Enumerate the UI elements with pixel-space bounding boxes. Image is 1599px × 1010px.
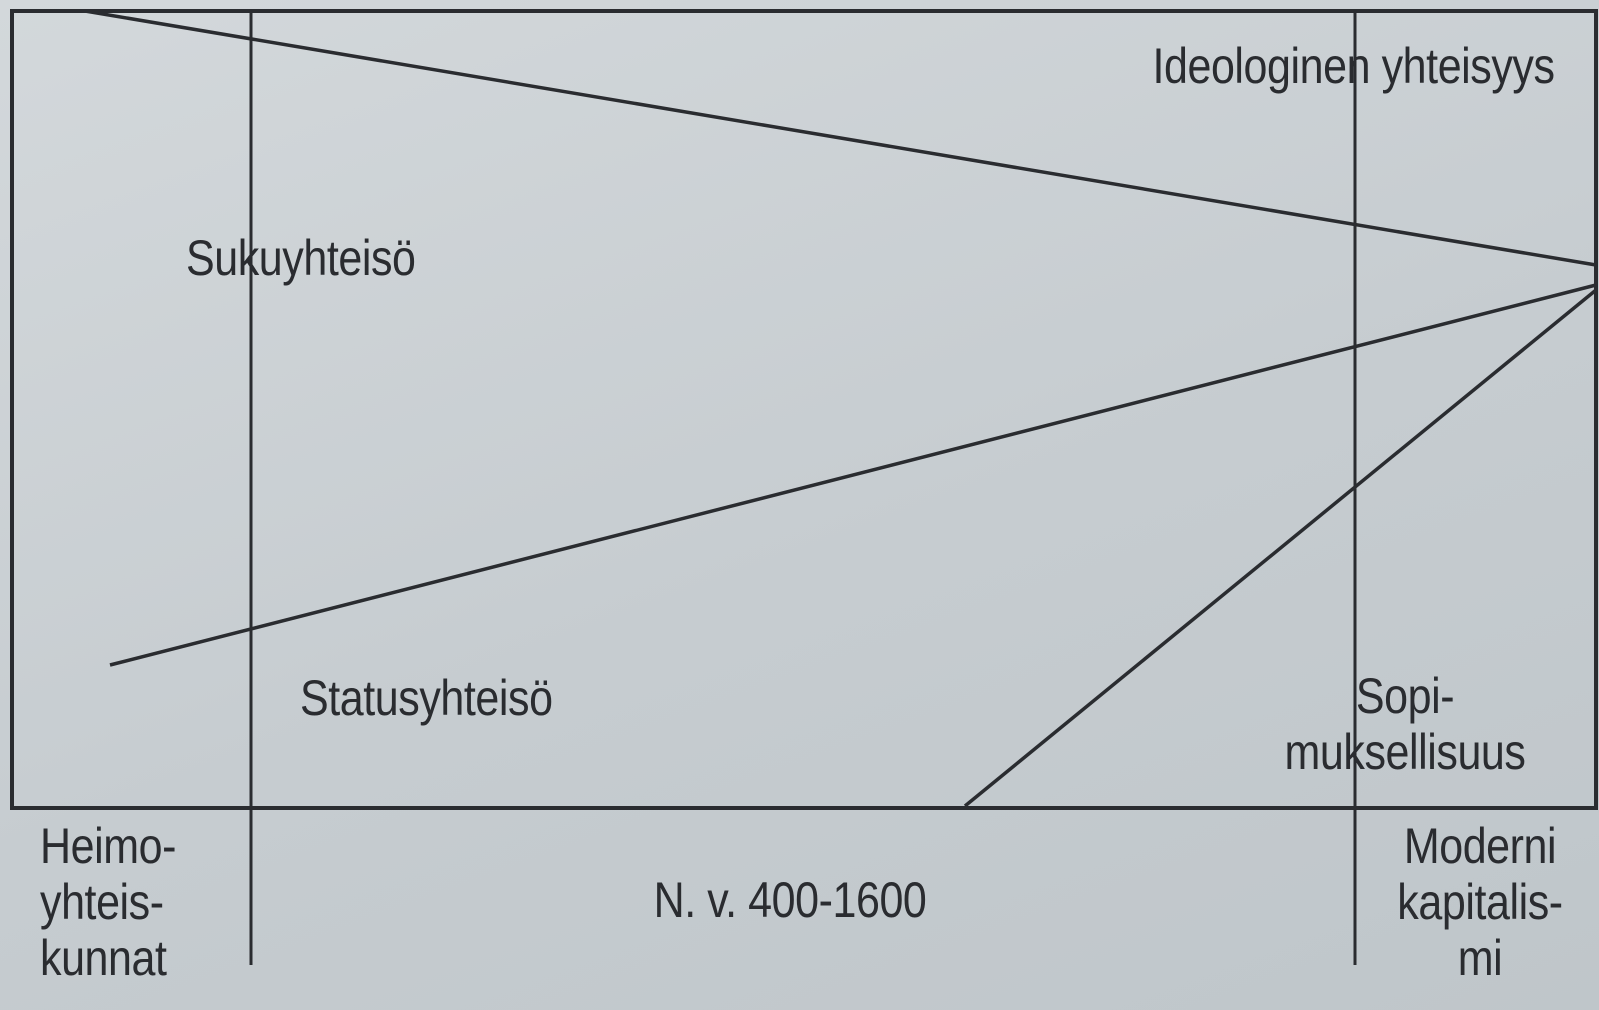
label-modern-line-1: Moderni: [1403, 818, 1557, 874]
label-contractual-line-1: Sopi-: [1355, 668, 1455, 724]
label-kinship-community: Sukuyhteisö: [186, 230, 416, 286]
label-modern-line-2: kapitalis-: [1397, 874, 1563, 930]
label-modern-capitalism: Moderni kapitalis- mi: [1385, 818, 1574, 986]
label-ideological-community: Ideologinen yhteisyys: [1152, 38, 1556, 94]
label-modern-line-3: mi: [1457, 930, 1503, 986]
label-tribal-line-3: kunnat: [40, 930, 167, 986]
label-status-community: Statusyhteisö: [300, 670, 553, 726]
line-kinship-decline: [84, 9, 1597, 267]
line-status-rise: [109, 283, 1597, 667]
label-middle-period: N. v. 400-1600: [653, 872, 927, 928]
label-contractual: Sopi- muksellisuus: [1250, 668, 1560, 780]
label-contractual-line-2: muksellisuus: [1284, 724, 1526, 780]
label-tribal-line-2: yhteis-: [40, 874, 164, 930]
line-contract-rise: [963, 288, 1598, 808]
diagram-frame: [10, 9, 1598, 810]
label-tribal-line-1: Heimo-: [40, 818, 177, 874]
label-tribal-communities: Heimo- yhteis- kunnat: [40, 818, 176, 986]
